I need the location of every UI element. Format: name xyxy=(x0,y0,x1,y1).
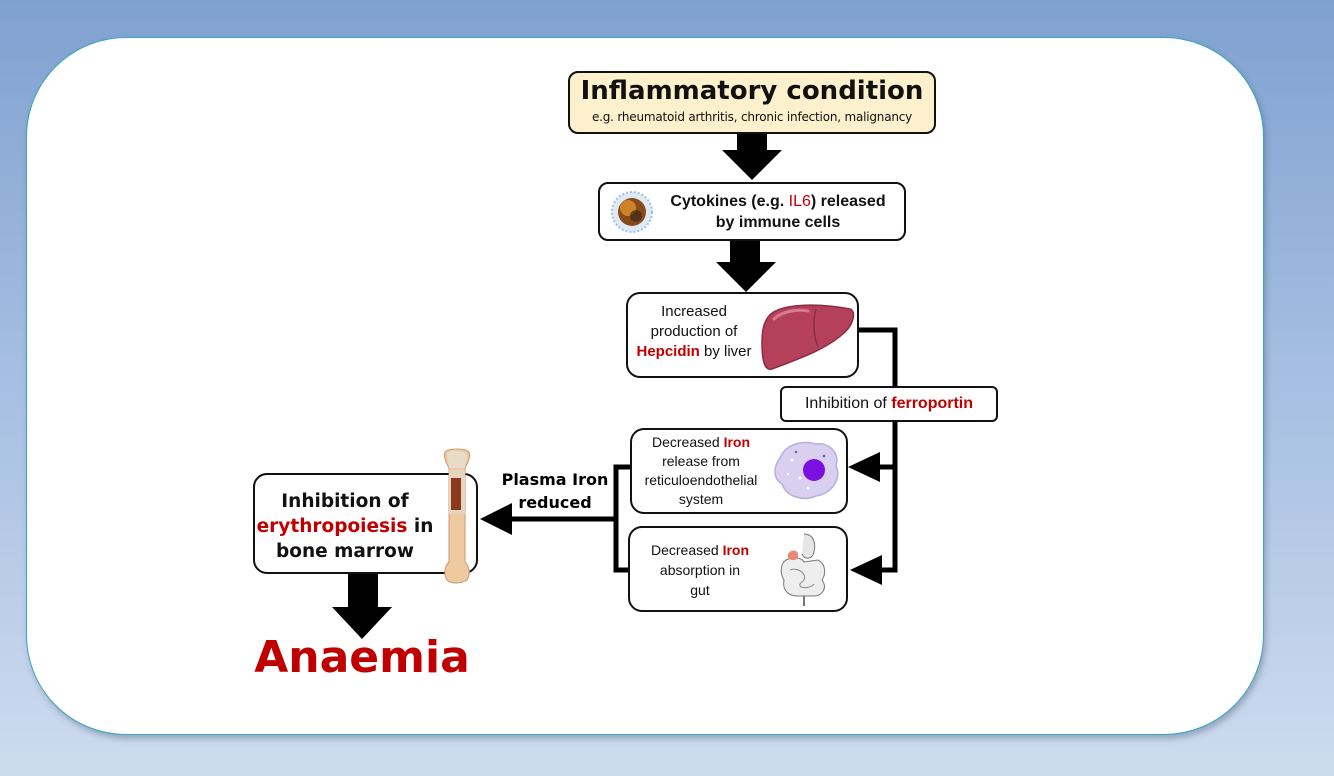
reticulo-line2: release from xyxy=(662,453,740,469)
ferroportin-pre: Inhibition of xyxy=(804,395,892,412)
gut-line2: absorption in xyxy=(659,562,741,578)
hepcidin-line1: Increased xyxy=(661,303,727,320)
ferroportin-highlight: ferroportin xyxy=(891,395,974,412)
reticulo-iron-highlight: Iron xyxy=(723,434,751,450)
hepcidin-line2: production of xyxy=(650,323,738,340)
erythropoiesis-highlight: erythropoiesis xyxy=(256,516,408,537)
gut-box: Decreased Iron absorption in gut xyxy=(628,526,848,612)
immune-cell-icon xyxy=(611,191,653,233)
gut-icon xyxy=(780,533,826,606)
plasma-iron-label: Plasma Iron reduced xyxy=(490,468,620,514)
reticulo-line4: system xyxy=(678,491,724,507)
inflammatory-subtitle: e.g. rheumatoid arthritis, chronic infec… xyxy=(591,110,913,124)
reticulo-text: Decreased Iron release from reticuloendo… xyxy=(634,433,768,509)
reticulo-line1-pre: Decreased xyxy=(651,434,724,450)
erythropoiesis-box: Inhibition of erythropoiesis in bone mar… xyxy=(253,473,478,574)
connector-ferroportin-rail xyxy=(878,420,898,573)
il6-highlight: IL6 xyxy=(788,193,811,210)
cytokines-text: Cytokines (e.g. IL6) released by immune … xyxy=(658,191,898,233)
plasma-line2: reduced xyxy=(518,493,592,512)
hepcidin-line3-post: by liver xyxy=(699,343,752,360)
reticulo-box: Decreased Iron release from reticuloendo… xyxy=(630,428,848,514)
arrow-down-1 xyxy=(722,133,782,180)
hepcidin-text: Increased production of Hepcidin by live… xyxy=(630,302,758,362)
hepcidin-highlight: Hepcidin xyxy=(636,343,700,360)
bone-icon xyxy=(444,448,470,584)
inflammatory-title: Inflammatory condition xyxy=(580,76,924,106)
reticulo-line3: reticuloendothelial xyxy=(644,472,758,488)
arrow-left-gut xyxy=(850,555,882,585)
diagram-card xyxy=(26,37,1264,735)
cytokines-line2: by immune cells xyxy=(715,214,841,231)
macrophage-icon xyxy=(774,441,839,500)
arrow-down-anaemia xyxy=(332,574,392,639)
gut-line1-pre: Decreased xyxy=(650,542,723,558)
arrow-left-plasma xyxy=(480,503,512,535)
ferroportin-text: Inhibition of ferroportin xyxy=(782,395,996,413)
erythro-line1: Inhibition of xyxy=(281,491,409,512)
arrow-down-2 xyxy=(716,241,776,292)
gut-iron-highlight: Iron xyxy=(722,542,750,558)
ferroportin-box: Inhibition of ferroportin xyxy=(780,386,998,422)
arrow-left-reticulo xyxy=(848,452,880,482)
liver-icon xyxy=(761,304,855,370)
cytokines-box: Cytokines (e.g. IL6) released by immune … xyxy=(598,182,906,241)
anaemia-outcome: Anaemia xyxy=(254,632,470,683)
erythro-line3: bone marrow xyxy=(276,541,414,562)
erythropoiesis-text: Inhibition of erythropoiesis in bone mar… xyxy=(255,489,435,564)
hepcidin-box: Increased production of Hepcidin by live… xyxy=(626,292,859,378)
erythro-line2-post: in xyxy=(407,516,434,537)
connector-hepcidin-ferroportin xyxy=(858,327,898,388)
gut-text: Decreased Iron absorption in gut xyxy=(632,540,768,600)
cytokines-line1-pre: Cytokines (e.g. xyxy=(670,193,789,210)
cytokines-line1-post: ) released xyxy=(810,193,886,210)
inflammatory-condition-box: Inflammatory condition e.g. rheumatoid a… xyxy=(568,71,936,134)
gut-line3: gut xyxy=(690,582,710,598)
plasma-line1: Plasma Iron xyxy=(501,470,609,489)
